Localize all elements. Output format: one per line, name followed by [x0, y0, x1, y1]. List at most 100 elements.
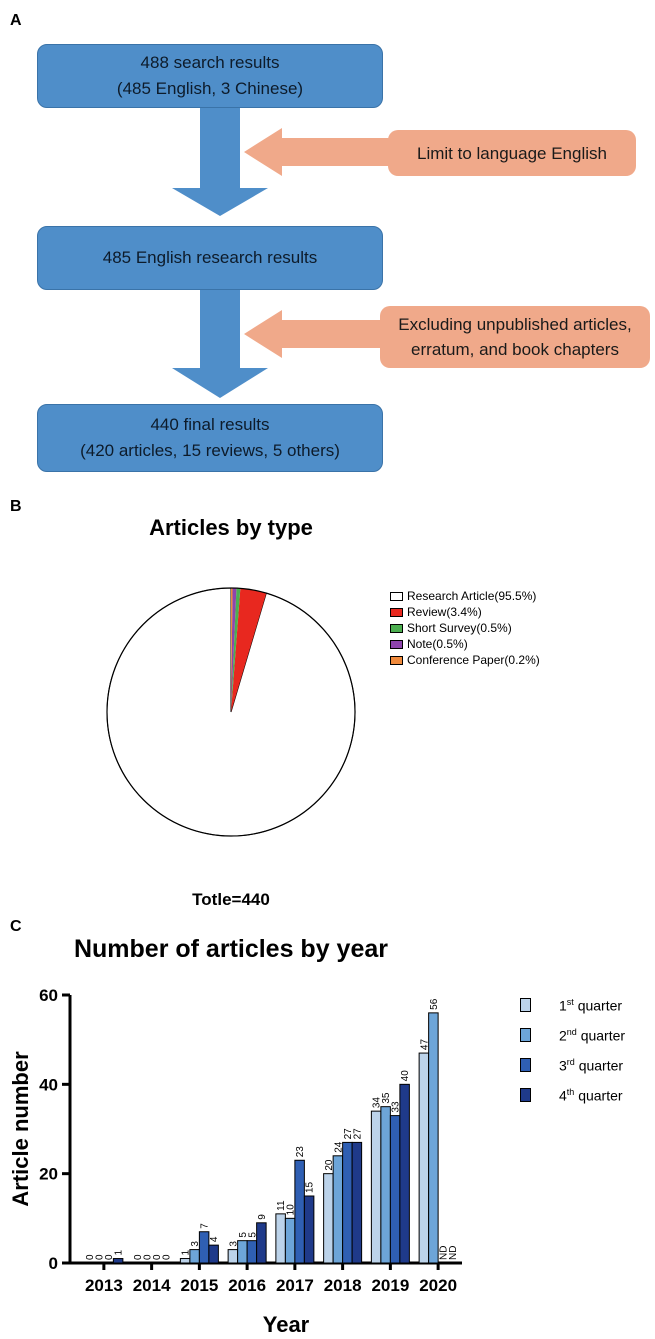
bar	[198, 1231, 210, 1264]
flow-box-english: 485 English research results	[37, 226, 383, 290]
bar-legend-label-base: 3	[559, 1057, 567, 1074]
bar-legend-swatch	[520, 1028, 531, 1042]
bar	[399, 1083, 410, 1264]
bar	[294, 1159, 305, 1264]
bar-value-label: 5	[247, 1232, 258, 1238]
bar-legend-item: 3rd quarter	[520, 1050, 625, 1080]
x-tick-label: 2017	[276, 1276, 314, 1295]
bar-value-label: 35	[381, 1092, 392, 1104]
bar-value-label: 24	[333, 1141, 344, 1153]
bar	[237, 1240, 248, 1264]
bar	[389, 1115, 401, 1264]
bar-value-label: 33	[391, 1101, 402, 1113]
pie-slice	[231, 588, 233, 712]
bar-legend-label-sup: nd	[566, 1026, 577, 1037]
bar	[370, 1110, 382, 1264]
bar-legend-label: 3rd quarter	[559, 1057, 623, 1074]
x-tick-label: 2018	[324, 1276, 362, 1295]
bar	[323, 1173, 334, 1264]
x-axis-label: Year	[263, 1312, 310, 1337]
bar	[246, 1240, 258, 1264]
x-tick-label: 2015	[180, 1276, 218, 1295]
pie-legend-swatch	[390, 623, 403, 633]
bar	[189, 1249, 200, 1264]
bar-legend-swatch	[520, 1058, 531, 1072]
bar-value-label: 47	[419, 1039, 430, 1051]
bar-value-label: 3	[228, 1241, 239, 1247]
flow-side-exclusion: Excluding unpublished articles, erratum,…	[380, 306, 650, 368]
bar-value-label: 56	[429, 998, 440, 1010]
bar	[332, 1155, 344, 1264]
pie-legend-swatch	[390, 607, 403, 617]
pie-legend: Research Article(95.5%)Review(3.4%)Short…	[390, 588, 540, 668]
bar-value-label: 1	[181, 1250, 192, 1256]
pie-legend-label: Short Survey(0.5%)	[407, 621, 512, 635]
down-arrow-2	[172, 290, 268, 398]
bar-legend-label-base: 4	[559, 1087, 567, 1104]
flow-side-exclusion-line1: Excluding unpublished articles,	[398, 315, 632, 334]
x-tick-label: 2020	[419, 1276, 457, 1295]
pie-slice	[231, 588, 237, 712]
pie-legend-item: Short Survey(0.5%)	[390, 620, 540, 636]
flow-side-exclusion-line2: erratum, and book chapters	[411, 340, 619, 359]
pie-slice	[231, 588, 241, 712]
pie-legend-swatch	[390, 639, 403, 649]
flow-box-search: 488 search results (485 English, 3 Chine…	[37, 44, 383, 108]
x-tick-label: 2013	[85, 1276, 123, 1295]
bar-value-label: 23	[295, 1146, 306, 1158]
bar-legend-label-rest: quarter	[576, 1027, 626, 1044]
pie-legend-item: Conference Paper(0.2%)	[390, 652, 540, 668]
bar-legend-item: 1st quarter	[520, 990, 625, 1020]
bar	[208, 1244, 219, 1264]
pie-chart	[106, 587, 356, 837]
bar-legend-swatch	[520, 1088, 531, 1102]
y-axis-label: Article number	[8, 1051, 33, 1207]
flow-side-language-line1: Limit to language English	[417, 143, 607, 163]
bar	[179, 1258, 191, 1264]
bar	[284, 1217, 296, 1264]
bar	[303, 1195, 315, 1264]
bar-legend: 1st quarter 2nd quarter 3rd quarter 4th qua…	[520, 990, 625, 1110]
bar-legend-label: 1st quarter	[559, 997, 622, 1014]
flow-box-final-line1: 440 final results	[150, 415, 270, 434]
panel-letter-c: C	[10, 918, 22, 935]
bar-value-label: 0	[95, 1254, 106, 1260]
bar-value-label: ND	[438, 1246, 449, 1260]
bar-value-label: 9	[257, 1214, 268, 1220]
pie-legend-swatch	[390, 655, 403, 665]
left-arrow-1	[244, 128, 390, 176]
flow-box-search-line2: (485 English, 3 Chinese)	[116, 79, 304, 98]
pie-legend-item: Review(3.4%)	[390, 604, 540, 620]
bar-value-label: 0	[104, 1254, 115, 1260]
bar-legend-label-rest: quarter	[573, 997, 623, 1014]
bar-legend-label-base: 1	[559, 997, 567, 1014]
pie-slice	[106, 587, 356, 837]
bar	[342, 1141, 353, 1264]
y-tick-label: 60	[39, 986, 58, 1005]
y-tick-label: 20	[39, 1165, 58, 1184]
pie-legend-label: Review(3.4%)	[407, 605, 482, 619]
bar-value-label: ND	[448, 1246, 459, 1260]
bar-value-label: 5	[238, 1232, 249, 1238]
bar-legend-label-base: 2	[559, 1027, 567, 1044]
panel-letter-a: A	[10, 12, 22, 29]
down-arrow-1	[172, 108, 268, 216]
bar-value-label: 20	[324, 1159, 335, 1171]
bar-value-label: 0	[85, 1254, 96, 1260]
y-tick-label: 0	[49, 1254, 58, 1273]
bar-legend-item: 4th quarter	[520, 1080, 625, 1110]
pie-legend-label: Note(0.5%)	[407, 637, 468, 651]
bar	[227, 1249, 239, 1264]
bar-value-label: 1	[114, 1250, 125, 1256]
bar	[275, 1213, 286, 1264]
bar	[418, 1052, 430, 1264]
bar-legend-label-rest: quarter	[574, 1087, 623, 1104]
bar-value-label: 10	[286, 1204, 297, 1216]
pie-outline	[106, 587, 356, 837]
bar-value-label: 3	[190, 1241, 201, 1247]
x-tick-label: 2016	[228, 1276, 266, 1295]
bar-legend-label-sup: st	[566, 996, 574, 1007]
bar-value-label: 0	[142, 1254, 153, 1260]
bar-value-label: 0	[161, 1254, 172, 1260]
